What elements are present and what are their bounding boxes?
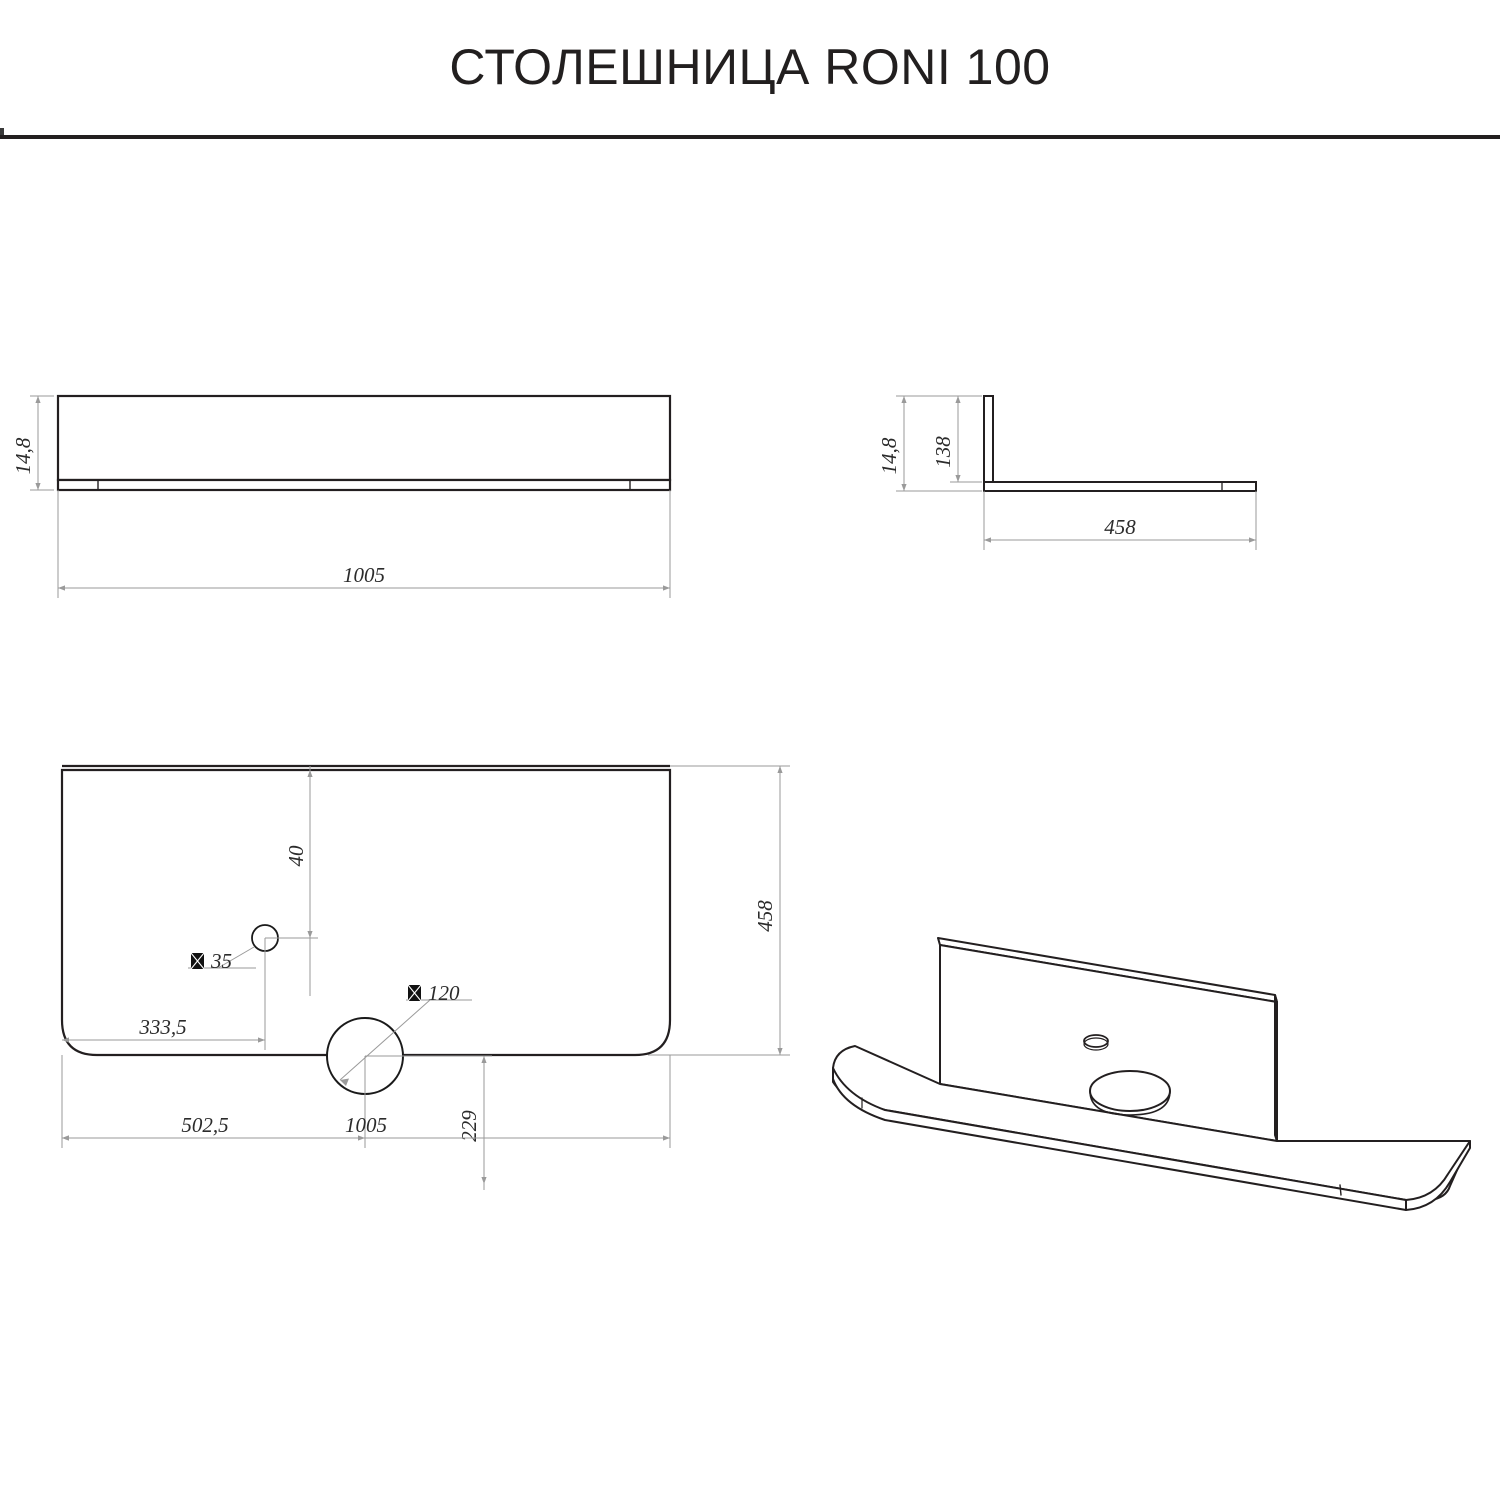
side-view-depth-label: 458 [1104,515,1136,539]
iso-front-edge-seam [1339,1184,1342,1196]
top-view-depth-dimension: 458 [648,765,790,1056]
basin-diameter-label: 120 [428,981,460,1005]
faucet-y-label: 40 [284,845,308,867]
front-view-width-label: 1005 [343,563,385,587]
backsplash-right-cap [1274,994,1278,1142]
front-view-body [56,394,672,482]
faucet-x-dimension: 333,5 [62,938,266,1050]
side-view: 14,8 138 458 [877,395,1257,550]
side-view-total-height-dimension: 14,8 [877,395,982,492]
faucet-x-label: 333,5 [138,1015,186,1039]
front-view: 14,8 1005 [11,394,672,598]
iso-faucet-hole [1083,1034,1109,1048]
top-view-depth-label: 458 [753,900,777,932]
faucet-y-dimension: 40 [265,766,318,996]
top-view-width-label: 1005 [345,1113,387,1137]
top-view: 35 120 40 [60,764,790,1190]
side-view-total-height-label: 14,8 [877,437,901,474]
isometric-view [832,937,1471,1211]
basin-hole-leader: 120 [339,981,472,1086]
faucet-hole-leader: 35 [188,946,256,973]
faucet-diameter-label: 35 [210,949,232,973]
header-left-tick [0,128,4,136]
page-header: СТОЛЕШНИЦА RONI 100 [0,0,1500,139]
top-view-width-dimension: 1005 [61,1055,671,1148]
side-view-inner-height-dimension: 138 [931,395,982,483]
iso-basin-hole [1089,1070,1171,1112]
technical-drawing: 14,8 1005 [0,138,1500,1500]
side-view-inner-height-label: 138 [931,436,955,468]
front-view-width-dimension: 1005 [57,490,671,598]
iso-backsplash-left-edge [937,937,941,946]
side-view-depth-dimension: 458 [983,491,1257,550]
front-view-plate-edge [56,478,672,492]
page-title: СТОЛЕШНИЦА RONI 100 [449,39,1051,95]
side-view-plate [983,481,1257,492]
basin-x-dimension: 502,5 [62,1056,366,1148]
iso-basin-hole-depth [1089,1090,1171,1116]
countertop-right-corner-edge [1405,1140,1471,1211]
iso-faucet-hole-depth [1083,1037,1109,1051]
top-view-body [60,768,672,1057]
front-view-height-dimension: 14,8 [11,395,54,491]
side-view-backsplash [983,395,994,483]
basin-x-label: 502,5 [181,1113,228,1137]
header-divider [0,135,1500,139]
basin-y-dimension: 229 [365,1055,492,1190]
basin-y-label: 229 [457,1110,481,1142]
front-view-height-label: 14,8 [11,437,35,474]
